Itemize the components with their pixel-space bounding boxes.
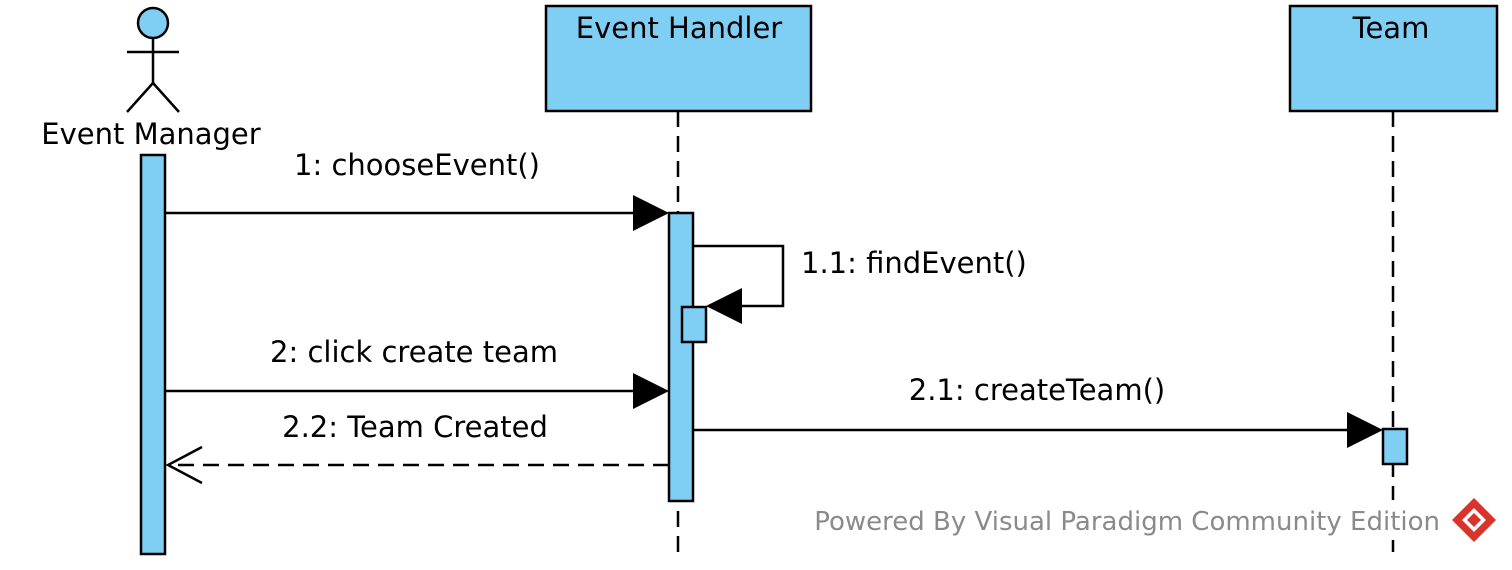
message-team-created[interactable]: 2.2: Team Created <box>165 410 669 485</box>
open-arrowhead-icon <box>165 445 203 485</box>
actor-event-manager[interactable]: Event Manager <box>41 6 261 151</box>
message-label: 1.1: findEvent() <box>801 246 1027 280</box>
watermark-text: Powered By Visual Paradigm Community Edi… <box>814 507 1440 537</box>
actor-name: Event Manager <box>41 117 260 151</box>
filled-arrowhead-icon <box>1347 412 1383 448</box>
lifeline-title: Team <box>1352 11 1430 45</box>
activation-bar-event-handler <box>667 211 695 503</box>
lifeline-title: Event Handler <box>576 11 783 45</box>
activation-bar-event-handler-nested <box>680 305 708 344</box>
watermark: Powered By Visual Paradigm Community Edi… <box>746 498 1496 542</box>
lifeline-head-box <box>1288 4 1499 113</box>
stick-figure-icon <box>126 6 180 113</box>
message-label: 2: click create team <box>270 335 558 369</box>
filled-arrowhead-icon <box>633 195 669 231</box>
filled-arrowhead-icon <box>633 373 669 409</box>
message-arrow-line <box>693 244 785 308</box>
message-create-team[interactable]: 2.1: createTeam() <box>693 373 1383 448</box>
message-choose-event[interactable]: 1: chooseEvent() <box>165 148 669 231</box>
lifeline-head-box <box>544 4 813 113</box>
lifeline-event-handler[interactable]: Event Handler <box>544 4 813 113</box>
visual-paradigm-logo-icon <box>1452 498 1496 542</box>
activation-bar-team <box>1381 427 1409 466</box>
message-find-event[interactable]: 1.1: findEvent() <box>693 244 1027 324</box>
message-click-create-team[interactable]: 2: click create team <box>165 335 669 409</box>
message-label: 1: chooseEvent() <box>294 148 540 182</box>
filled-arrowhead-icon <box>706 288 742 324</box>
message-label: 2.1: createTeam() <box>909 373 1165 407</box>
activation-bar-event-manager <box>139 153 167 556</box>
message-label: 2.2: Team Created <box>282 410 548 444</box>
lifeline-team[interactable]: Team <box>1288 4 1499 113</box>
